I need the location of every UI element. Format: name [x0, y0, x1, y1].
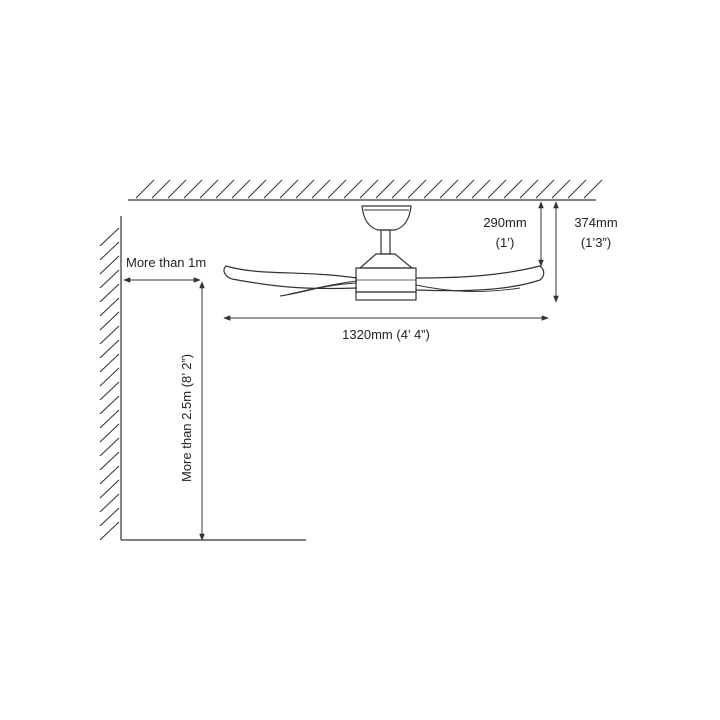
hatch-line: [99, 367, 120, 387]
hatch-line: [375, 179, 395, 199]
fan-light-kit: [355, 291, 417, 301]
fan-canopy: [361, 205, 412, 231]
hatch-line: [99, 521, 120, 541]
hatch-line: [583, 179, 603, 199]
hatch-line: [99, 465, 120, 485]
hatch-line: [99, 395, 120, 415]
hatch-line: [487, 179, 507, 199]
hatch-line: [151, 179, 171, 199]
hatch-line: [503, 179, 523, 199]
blade-span-label: 1320mm (4’ 4”): [342, 327, 430, 342]
hatch-line: [215, 179, 235, 199]
hatch-line: [99, 381, 120, 401]
hatch-line: [99, 423, 120, 443]
hatch-line: [99, 451, 120, 471]
hatch-line: [135, 179, 155, 199]
hatch-line: [99, 269, 120, 289]
ceiling-fan: [223, 205, 545, 301]
drop-to-blade-imperial-label: (1’): [496, 235, 515, 250]
hatch-line: [99, 409, 120, 429]
ceiling: [128, 179, 603, 201]
hatch-line: [535, 179, 555, 199]
hatch-line: [99, 325, 120, 345]
hatch-line: [99, 479, 120, 499]
hatch-line: [247, 179, 267, 199]
hatch-line: [295, 179, 315, 199]
hatch-line: [99, 297, 120, 317]
wall-hatching: [99, 227, 120, 541]
hatch-line: [391, 179, 411, 199]
hatch-line: [99, 353, 120, 373]
hatch-line: [471, 179, 491, 199]
wall-clearance-label: More than 1m: [126, 255, 206, 270]
hatch-line: [567, 179, 587, 199]
hatch-line: [359, 179, 379, 199]
overall-drop-imperial-label: (1’3”): [581, 235, 611, 250]
fan-blade-right-back: [415, 284, 521, 292]
hatch-line: [99, 311, 120, 331]
hatch-line: [439, 179, 459, 199]
drop-to-blade-mm-label: 290mm: [483, 215, 526, 230]
fan-blade-left-back: [279, 280, 358, 297]
wall: [99, 216, 122, 541]
hatch-line: [327, 179, 347, 199]
hatch-line: [99, 507, 120, 527]
hatch-line: [99, 437, 120, 457]
fan-blade-left: [223, 265, 358, 290]
hatch-line: [167, 179, 187, 199]
hatch-line: [343, 179, 363, 199]
fan-downrod: [380, 229, 391, 255]
hatch-line: [311, 179, 331, 199]
hatch-line: [407, 179, 427, 199]
hatch-line: [231, 179, 251, 199]
fan-motor-housing: [358, 253, 414, 269]
floor-clearance-label: More than 2.5m (8’ 2”): [179, 354, 194, 482]
overall-drop-mm-label: 374mm: [574, 215, 617, 230]
hatch-line: [455, 179, 475, 199]
ceiling-hatching: [135, 179, 603, 199]
hatch-line: [199, 179, 219, 199]
hatch-line: [263, 179, 283, 199]
hatch-line: [279, 179, 299, 199]
hatch-line: [519, 179, 539, 199]
hatch-line: [99, 283, 120, 303]
fan-blade-right: [415, 265, 545, 292]
hatch-line: [183, 179, 203, 199]
hatch-line: [99, 493, 120, 513]
hatch-line: [423, 179, 443, 199]
hatch-line: [99, 255, 120, 275]
hatch-line: [99, 339, 120, 359]
hatch-line: [99, 241, 120, 261]
hatch-line: [551, 179, 571, 199]
hatch-line: [99, 227, 120, 247]
